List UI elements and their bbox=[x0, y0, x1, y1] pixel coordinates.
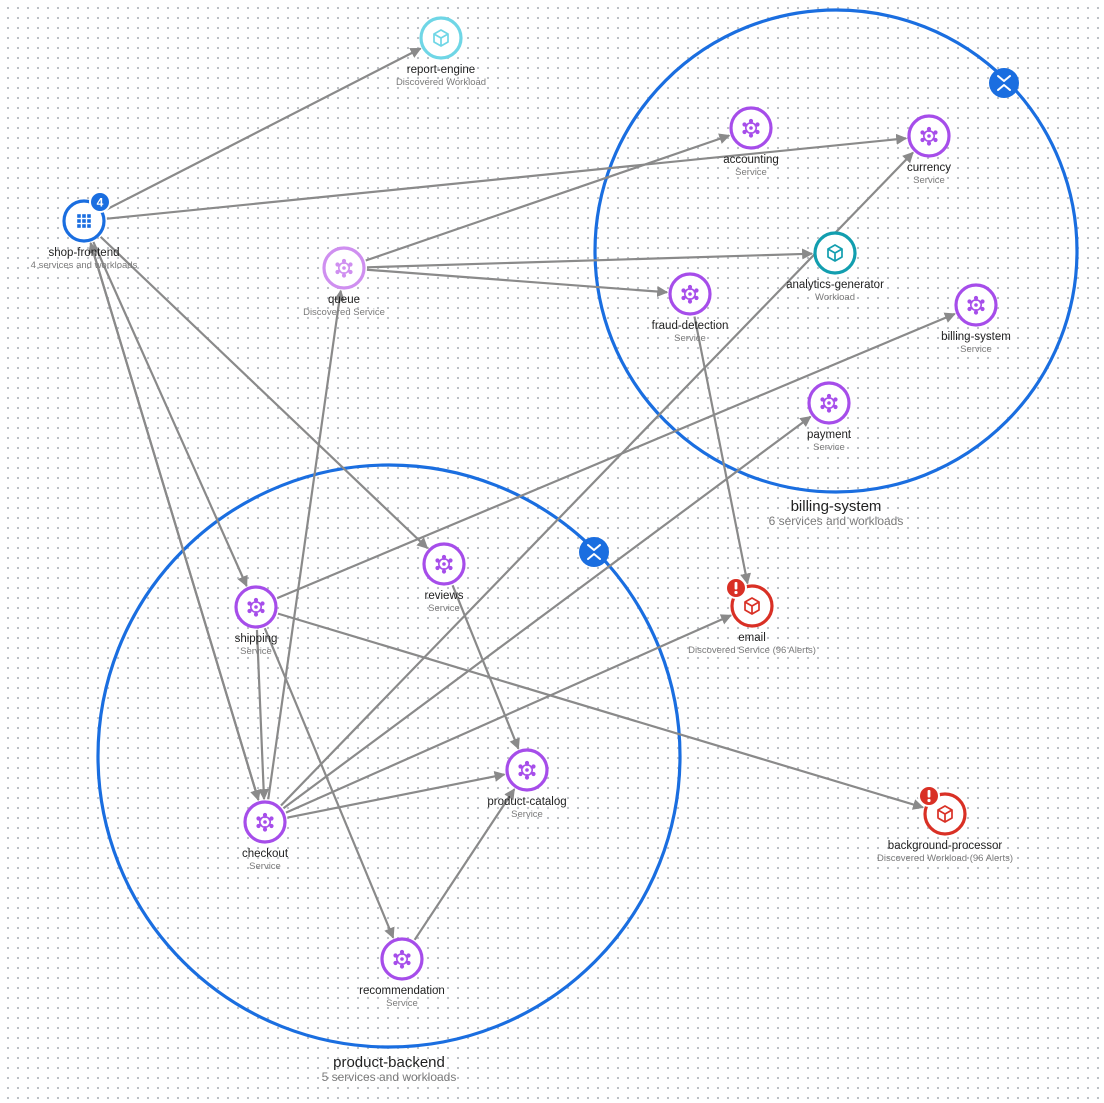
node-label: shipping bbox=[235, 633, 278, 645]
count-badge: 4 bbox=[89, 191, 111, 213]
grid-icon bbox=[77, 214, 91, 228]
node-label: report-engine bbox=[407, 64, 475, 76]
node-sublabel: Discovered Workload bbox=[396, 77, 486, 88]
node-sublabel: Service bbox=[428, 603, 460, 614]
node-label: background-processor bbox=[888, 840, 1003, 852]
edge-shipping-to-checkout bbox=[255, 629, 270, 801]
node-label: queue bbox=[328, 294, 360, 306]
node-label: product-catalog bbox=[487, 796, 566, 808]
edge-recommendation-to-product-catalog bbox=[413, 788, 516, 941]
node-sublabel: Discovered Service bbox=[303, 307, 385, 318]
group-ring-product-backend bbox=[96, 463, 682, 1049]
edge-shop-frontend-to-reviews bbox=[99, 236, 429, 549]
edge-checkout-to-product-catalog bbox=[287, 771, 506, 819]
edge-shop-frontend-to-shipping bbox=[92, 241, 248, 587]
edge-queue-to-analytics-generator bbox=[366, 248, 814, 269]
edges-layer bbox=[88, 47, 956, 941]
service-icon bbox=[256, 812, 274, 832]
edge-shop-frontend-to-currency bbox=[106, 133, 908, 220]
cube-icon bbox=[744, 597, 760, 615]
node-label: payment bbox=[807, 429, 852, 441]
node-label: checkout bbox=[242, 848, 289, 860]
edge-checkout-to-email bbox=[285, 614, 732, 814]
cube-icon bbox=[827, 244, 843, 262]
edge-reviews-to-product-catalog bbox=[451, 584, 520, 750]
edge-shipping-to-recommendation bbox=[263, 627, 395, 939]
node-label: fraud-detection bbox=[652, 320, 729, 332]
node-label: recommendation bbox=[359, 985, 445, 997]
node-label: currency bbox=[907, 162, 951, 174]
node-sublabel: Service bbox=[511, 809, 543, 820]
edge-checkout-to-payment bbox=[282, 415, 812, 810]
node-label: accounting bbox=[723, 154, 779, 166]
service-icon bbox=[393, 949, 411, 969]
node-label: analytics-generator bbox=[786, 279, 884, 291]
collapse-icon[interactable] bbox=[989, 68, 1019, 98]
group-title: billing-system bbox=[791, 498, 882, 515]
edge-shop-frontend-to-report-engine bbox=[103, 47, 422, 212]
service-icon bbox=[247, 597, 265, 617]
node-sublabel: Service bbox=[813, 442, 845, 453]
service-icon bbox=[967, 295, 985, 315]
node-sublabel: Discovered Service (96 Alerts) bbox=[688, 645, 816, 656]
service-icon bbox=[742, 118, 760, 138]
edge-checkout-to-currency bbox=[280, 151, 914, 807]
group-title: product-backend bbox=[333, 1054, 445, 1071]
node-sublabel: Service bbox=[735, 167, 767, 178]
service-icon bbox=[335, 258, 353, 278]
service-icon bbox=[920, 126, 938, 146]
service-icon bbox=[820, 393, 838, 413]
node-label: billing-system bbox=[941, 331, 1011, 343]
node-sublabel: Workload bbox=[815, 292, 855, 303]
badge-count: 4 bbox=[97, 196, 104, 210]
node-label: reviews bbox=[425, 590, 464, 602]
node-label: shop-frontend bbox=[49, 247, 120, 259]
cube-icon bbox=[433, 29, 449, 47]
edge-queue-to-accounting bbox=[365, 133, 731, 262]
collapse-icon[interactable] bbox=[579, 537, 609, 567]
node-sublabel: 4 services and workloads bbox=[31, 260, 138, 271]
node-sublabel: Discovered Workload (96 Alerts) bbox=[877, 853, 1013, 864]
alert-icon bbox=[725, 577, 747, 599]
service-icon bbox=[518, 760, 536, 780]
cube-icon bbox=[937, 805, 953, 823]
service-icon bbox=[681, 284, 699, 304]
edge-fraud-detection-to-email bbox=[693, 316, 751, 585]
edge-shipping-to-billing-system-svc bbox=[276, 312, 956, 600]
node-sublabel: Service bbox=[240, 646, 272, 657]
group-subtitle: 5 services and workloads bbox=[322, 1070, 457, 1084]
edge-checkout-to-shop-frontend bbox=[88, 241, 260, 801]
node-sublabel: Service bbox=[913, 175, 945, 186]
alert-icon bbox=[918, 785, 940, 807]
node-sublabel: Service bbox=[249, 861, 281, 872]
edge-shipping-to-background-processor bbox=[277, 612, 925, 810]
edge-queue-to-fraud-detection bbox=[366, 268, 669, 298]
service-icon bbox=[435, 554, 453, 574]
node-sublabel: Service bbox=[674, 333, 706, 344]
node-label: email bbox=[738, 632, 765, 644]
node-sublabel: Service bbox=[386, 998, 418, 1009]
group-ring-billing-system bbox=[593, 8, 1079, 494]
edge-checkout-to-queue bbox=[267, 289, 345, 800]
node-sublabel: Service bbox=[960, 344, 992, 355]
group-subtitle: 6 services and workloads bbox=[769, 514, 904, 528]
